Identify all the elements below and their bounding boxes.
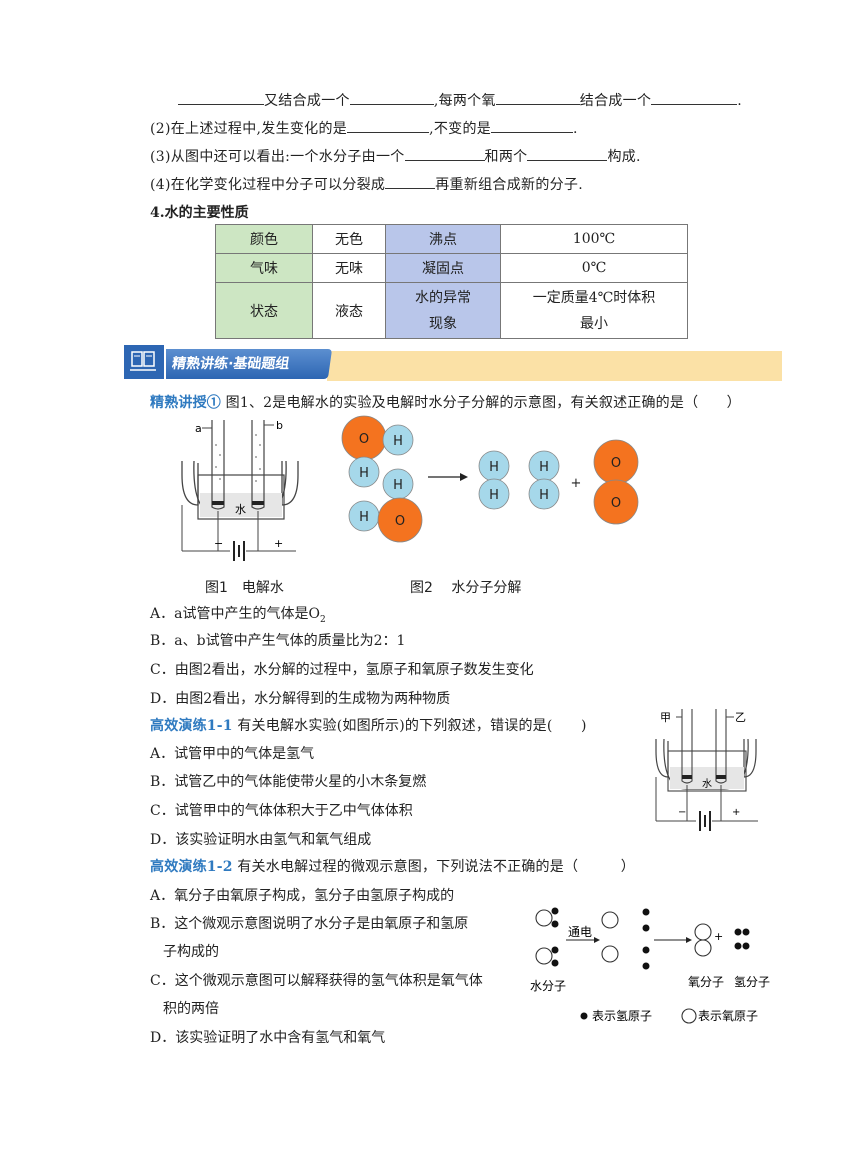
tube-label-jia: 甲 [660,711,671,724]
answer-blank[interactable] [491,118,574,133]
question-1: 精熟讲授① 图1、2是电解水的实验及电解时水分子分解的示意图，有关叙述正确的是（… [150,392,741,412]
atom-label: H [359,466,369,481]
question-tag: 高效演练1-1 [150,718,233,734]
micro-electrolysis-diagram: 通电 + 水分子 氧分子 氢分子 表示氢原子 表示氧原子 [530,907,770,1024]
water-molecule-label: 水分子 [530,979,566,993]
tube-label-a: a [195,422,202,435]
option-a[interactable]: A．试管甲中的气体是氢气 [150,746,315,762]
question-tag: 精熟讲授① [150,395,221,411]
minus-label: − [678,807,686,818]
table-cell: 沸点 [385,224,501,254]
arrow-icon [686,937,692,943]
plus-label: + [732,807,740,818]
table-cell: 液态 [312,282,386,339]
question-text: 图1、2是电解水的实验及电解时水分子分解的示意图，有关叙述正确的是（ ） [221,395,741,411]
option-d[interactable]: D．由图2看出，水分解得到的生成物为两种物质 [150,691,451,707]
answer-blank[interactable] [495,90,580,105]
option-a[interactable]: A．氧分子由氧原子构成，氢分子由氢原子构成的 [150,888,455,904]
table-cell: 无味 [312,253,386,283]
table-cell: 100℃ [500,224,688,254]
atom-label: H [539,488,549,503]
table-cell: 水的异常现象 [385,282,501,339]
fill-line-3: (3)从图中还可以看出:一个水分子由一个和两个构成. [150,146,641,166]
answer-blank[interactable] [527,146,608,161]
electrolysis-apparatus-small: 水 甲 乙 − + [655,709,758,831]
atom-label: O [395,514,405,529]
answer-blank[interactable] [385,174,436,189]
table-cell: 凝固点 [385,253,501,283]
electrolysis-apparatus-figure-1: 水 a b − + [181,419,299,561]
option-c[interactable]: C．试管甲中的气体体积大于乙中气体体积 [150,803,413,819]
arrow-icon [460,473,468,481]
electrolysis-label: 通电 [568,925,592,939]
fill-line-2: (2)在上述过程中,发生变化的是,不变的是. [150,118,578,138]
option-d[interactable]: D．该实验证明了水中含有氢气和氧气 [150,1030,386,1046]
table-cell: 气味 [215,253,313,283]
tube-label-yi: 乙 [735,711,746,724]
section-banner: 精熟讲练·基础题组 [122,343,782,383]
atom-label: O [611,456,621,471]
figure-2-caption: 图2 水分子分解 [410,580,522,596]
arrow-icon [594,937,600,943]
table-row: 颜色 无色 沸点 100℃ [215,224,688,254]
option-b[interactable]: B．这个微观示意图说明了水分子是由氧原子和氢原 [150,916,469,932]
plus-sign: + [714,930,723,943]
water-label: 水 [235,503,246,516]
table-cell: 颜色 [215,224,313,254]
water-properties-table: 颜色 无色 沸点 100℃ 气味 无味 凝固点 0℃ 状态 液态 水的异常现象 … [215,224,688,339]
option-b-continued: 子构成的 [163,944,219,960]
option-c[interactable]: C．由图2看出，水分解的过程中，氢原子和氧原子数发生变化 [150,662,534,678]
option-c-continued: 积的两倍 [163,1001,219,1017]
question-2: 高效演练1-1 有关电解水实验(如图所示)的下列叙述，错误的是( ) [150,715,587,735]
fill-line-4: (4)在化学变化过程中分子可以分裂成再重新组合成新的分子. [150,174,583,194]
question-3: 高效演练1-2 有关水电解过程的微观示意图，下列说法不正确的是（ ） [150,856,635,876]
water-label: 水 [702,778,712,790]
option-b[interactable]: B．试管乙中的气体能使带火星的小木条复燃 [150,774,427,790]
option-a[interactable]: A．a试管中产生的气体是O2 [150,606,326,625]
legend-hydrogen: 表示氢原子 [592,1008,652,1023]
atom-label: O [359,432,369,447]
atom-label: H [489,488,499,503]
legend-oxygen: 表示氧原子 [698,1009,758,1023]
table-cell: 一定质量4℃时体积最小 [500,282,688,339]
book-icon [122,343,166,381]
banner-background [327,351,782,381]
question-tag: 高效演练1-2 [150,859,233,875]
atom-label: H [359,510,369,525]
plus-label: + [274,537,283,550]
answer-blank[interactable] [349,90,434,105]
atom-label: H [489,460,499,475]
table-row: 状态 液态 水的异常现象 一定质量4℃时体积最小 [215,282,688,339]
option-d[interactable]: D．该实验证明水由氢气和氧气组成 [150,832,372,848]
question-text: 有关电解水实验(如图所示)的下列叙述，错误的是( ) [232,718,587,734]
water-decomposition-figure-2: O H H H H O H H H H O O + [341,415,639,543]
atom-label: H [539,460,549,475]
question-text: 有关水电解过程的微观示意图，下列说法不正确的是（ ） [232,859,635,875]
table-cell: 无色 [312,224,386,254]
answer-blank[interactable] [651,90,738,105]
atom-label: O [611,496,621,511]
answer-blank[interactable] [347,118,430,133]
option-b[interactable]: B．a、b试管中产生气体的质量比为2：1 [150,633,406,649]
hydrogen-molecule-label: 氢分子 [734,974,770,989]
table-cell: 状态 [215,282,313,339]
option-c[interactable]: C．这个微观示意图可以解释获得的氢气体积是氧气体 [150,973,483,989]
answer-blank[interactable] [404,146,485,161]
tube-label-b: b [276,419,283,432]
table-cell: 0℃ [500,253,688,283]
atom-label: H [393,434,403,449]
minus-label: − [214,537,223,550]
answer-blank[interactable] [178,90,264,105]
section-heading: 4.水的主要性质 [150,205,249,221]
atom-label: H [393,478,403,493]
plus-sign: + [571,476,582,491]
figure-1-caption: 图1 电解水 [205,580,284,596]
oxygen-molecule-label: 氧分子 [688,975,724,989]
banner-title: 精熟讲练·基础题组 [159,349,333,379]
fill-line-1: 又结合成一个,每两个氧结合成一个. [178,90,742,110]
table-row: 气味 无味 凝固点 0℃ [215,253,688,283]
